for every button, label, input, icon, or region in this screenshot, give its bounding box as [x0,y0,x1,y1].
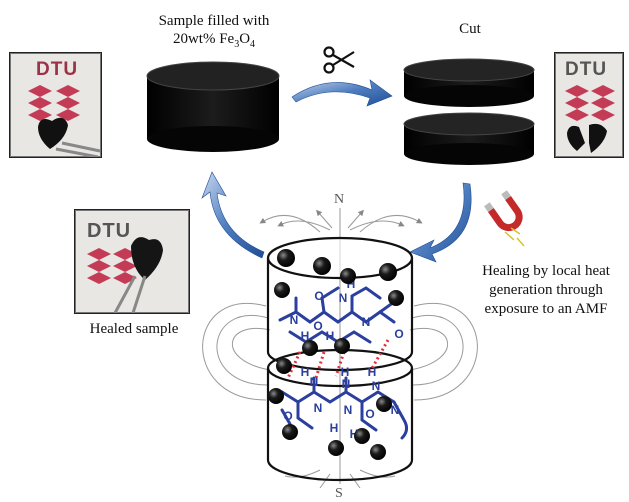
nanoparticle [354,428,370,444]
subscript: 3 [234,39,240,50]
atom-label: N [372,379,381,393]
nanoparticle [302,340,318,356]
sample-label: Sample filled with 20wt% Fe3O4 [128,12,300,54]
atom-label: H [350,427,359,441]
healing-line3: exposure to an AMF [484,301,608,317]
nanoparticle [274,282,290,298]
tweezers [113,275,147,313]
arrow-to-healing [409,182,472,263]
arrow-to-sample [201,171,265,259]
atom-label: H [341,365,350,379]
heart-sample [38,117,68,149]
sample-label-text: 20wt% Fe [172,31,235,47]
healing-line1: Healing by local heat [482,263,610,279]
cut-cylinder-bottom [403,112,535,165]
nanoparticle [268,388,284,404]
healed-heart-sample [131,237,163,280]
nanoparticle [276,358,292,374]
atom-label: H [301,365,310,379]
arrow-to-cut [291,79,393,107]
atom-label: H [368,365,377,379]
nanoparticle [328,440,344,456]
atom-label: H [330,421,339,435]
logo-diamonds [565,85,615,153]
dtu-logo: DTU [36,59,79,80]
photo-cut-heart-original: DTU [9,52,102,158]
cut-cylinder-top [403,58,535,107]
magnet-sparks [504,227,525,247]
sample-label-text: O [239,31,251,47]
atom-label: N [391,403,400,417]
nanoparticle [282,424,298,440]
atom-label: H [301,329,310,343]
healing-description: Healing by local heat generation through… [466,262,626,319]
sample-label-line2: 20wt% Fe3O4 [128,30,300,54]
cut-label: Cut [459,21,481,37]
healed-sample-label: Healed sample [89,321,179,337]
photo-cut-heart: DTU [554,52,624,158]
atom-label: O [313,319,322,333]
nanoparticle [370,444,386,460]
nanoparticle [340,268,356,284]
atom-label: N [339,291,348,305]
sample-cylinder [146,61,280,152]
north-pole-label: N [334,192,345,207]
atom-label: N [344,403,353,417]
nanoparticles [268,249,404,460]
logo-diamonds [28,85,101,157]
atom-label: N [290,313,299,327]
magnet-icon [483,190,523,232]
sample-label-line1: Sample filled with [158,13,270,29]
atom-label: O [314,289,323,303]
broken-heart-left [567,125,585,151]
atom-label: H [347,277,356,291]
atom-labels: O N H N H H N O O N H N H N H O O N H N … [283,277,403,441]
atom-label: N [362,315,371,329]
logo-diamonds [87,237,163,313]
healing-line2: generation through [489,282,603,298]
nanoparticle [379,263,397,281]
atom-label: N [314,401,323,415]
dtu-logo: DTU [565,59,608,80]
subscript: 4 [250,39,256,50]
atom-label: O [365,407,374,421]
dtu-logo: DTU [87,220,132,242]
supramolecular-network [278,286,409,440]
south-pole-label: S [335,486,343,501]
atom-label: H [326,329,335,343]
tweezers [55,141,101,157]
photo-healed-heart: DTU [74,209,190,314]
nanoparticle [313,257,331,275]
atom-label: O [394,327,403,341]
atom-label: N [342,377,351,391]
broken-heart-right [589,123,607,153]
nanoparticle [388,290,404,306]
atom-label: O [283,409,292,423]
atom-label: N [310,375,319,389]
nanoparticle [334,338,350,354]
nanoparticle [376,396,392,412]
nanoparticle [277,249,295,267]
hydrogen-bonds [286,339,390,379]
scissors-icon [323,46,355,74]
